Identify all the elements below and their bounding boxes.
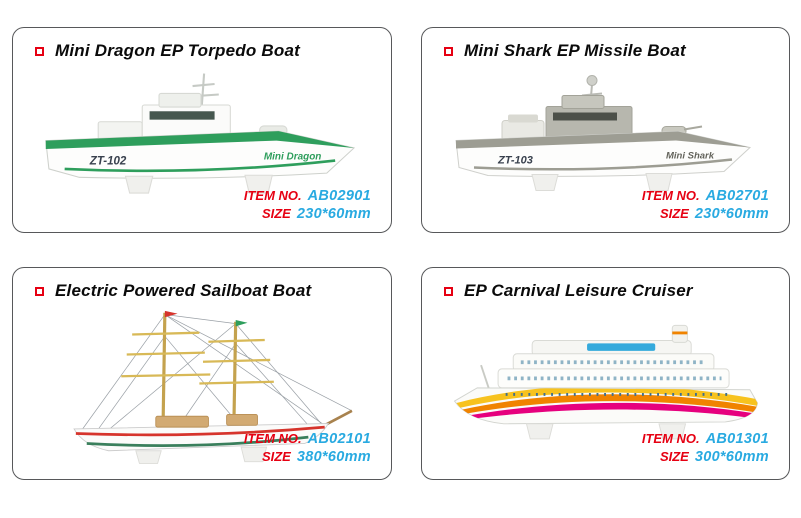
- size-label: SIZE: [659, 449, 689, 464]
- item-no-value: AB01301: [705, 431, 769, 447]
- red-hull-stripe: [75, 425, 325, 437]
- item-no-label: ITEM NO.: [641, 431, 700, 446]
- pool: [587, 343, 656, 351]
- hull-name-text: Mini Shark: [666, 151, 715, 162]
- cabin-windows: [553, 112, 617, 121]
- gun-barrel: [683, 125, 703, 131]
- foremast: [161, 312, 167, 428]
- product-image-mini-dragon-torpedo-boat: ZT-102 Mini Dragon: [29, 66, 375, 210]
- waterline-stripe: [473, 158, 733, 171]
- bullet-square-icon: [35, 286, 44, 296]
- stand-leg: [135, 450, 162, 464]
- mainmast: [232, 321, 238, 426]
- size-value: 230*60mm: [296, 206, 371, 222]
- flag: [164, 310, 178, 318]
- product-card-carnival-cruiser: EP Carnival Leisure Cruiser: [421, 267, 790, 480]
- size-label: SIZE: [659, 206, 689, 221]
- stand-leg: [531, 174, 559, 191]
- size-line: SIZE 230*60mm: [642, 205, 769, 223]
- size-line: SIZE 380*60mm: [244, 448, 371, 466]
- green-waterline: [86, 435, 309, 447]
- flag: [235, 319, 248, 327]
- yards: [121, 331, 274, 385]
- rigging-lines: [81, 314, 353, 435]
- item-no-line: ITEM NO. AB01301: [642, 430, 769, 448]
- hull-code-text: ZT-102: [89, 156, 127, 168]
- cabin-windows: [149, 111, 215, 120]
- foremast: [480, 364, 490, 389]
- product-image-sailboat: [31, 300, 375, 468]
- radar-dome: [586, 75, 598, 86]
- bullet-square-icon: [35, 46, 44, 56]
- product-info: ITEM NO. AB02101 SIZE 380*60mm: [244, 430, 371, 466]
- product-card-mini-shark: Mini Shark EP Missile Boat ZT-103: [421, 27, 790, 233]
- size-label: SIZE: [261, 206, 291, 221]
- product-image-carnival-cruiser: [438, 314, 774, 456]
- hull-code-text: ZT-103: [497, 155, 533, 167]
- stand-leg: [645, 173, 673, 191]
- cruiser-illustration: [453, 324, 758, 440]
- missile-launcher-top: [508, 114, 538, 123]
- item-no-line: ITEM NO. AB02901: [244, 187, 371, 205]
- deck-cabin: [226, 413, 258, 426]
- bullet-square-icon: [444, 46, 453, 56]
- item-no-label: ITEM NO.: [641, 188, 700, 203]
- product-info: ITEM NO. AB02701 SIZE 230*60mm: [642, 187, 769, 223]
- product-title-row: Electric Powered Sailboat Boat: [35, 281, 311, 301]
- item-no-value: AB02101: [307, 431, 371, 447]
- item-no-line: ITEM NO. AB02101: [244, 430, 371, 448]
- hull-name-text: Mini Dragon: [264, 151, 322, 162]
- green-bulwark: [45, 131, 355, 150]
- bullet-square-icon: [444, 286, 453, 296]
- waterline-stripe: [64, 159, 336, 173]
- size-value: 300*60mm: [694, 449, 769, 465]
- item-no-line: ITEM NO. AB02701: [642, 187, 769, 205]
- product-title-row: Mini Shark EP Missile Boat: [444, 41, 686, 61]
- item-no-label: ITEM NO.: [243, 188, 302, 203]
- product-title-row: Mini Dragon EP Torpedo Boat: [35, 41, 300, 61]
- item-no-value: AB02701: [705, 188, 769, 204]
- stand-leg: [525, 423, 554, 440]
- product-title: Mini Dragon EP Torpedo Boat: [55, 41, 300, 60]
- product-title: Electric Powered Sailboat Boat: [55, 281, 312, 300]
- mini-dragon-illustration: ZT-102 Mini Dragon: [45, 73, 356, 194]
- size-label: SIZE: [261, 449, 291, 464]
- product-image-mini-shark-missile-boat: ZT-103 Mini Shark: [440, 68, 770, 208]
- product-title: Mini Shark EP Missile Boat: [464, 41, 686, 60]
- hull-color-ribbons: [456, 387, 758, 419]
- product-card-sailboat: Electric Powered Sailboat Boat: [12, 267, 392, 480]
- stand-leg: [124, 175, 154, 194]
- product-title-row: EP Carnival Leisure Cruiser: [444, 281, 693, 301]
- stand-leg: [244, 174, 273, 194]
- item-no-label: ITEM NO.: [243, 431, 302, 446]
- stand-leg: [240, 446, 268, 463]
- gray-bulwark: [456, 131, 750, 149]
- product-info: ITEM NO. AB02901 SIZE 230*60mm: [244, 187, 371, 223]
- bridge: [561, 95, 605, 109]
- size-value: 380*60mm: [296, 449, 371, 465]
- main-deck: [497, 368, 730, 389]
- product-title: EP Carnival Leisure Cruiser: [464, 281, 693, 300]
- bridge: [158, 92, 202, 108]
- size-line: SIZE 230*60mm: [244, 205, 371, 223]
- size-value: 230*60mm: [694, 206, 769, 222]
- stand-leg: [658, 423, 687, 440]
- sailboat-illustration: [73, 310, 353, 464]
- size-line: SIZE 300*60mm: [642, 448, 769, 466]
- mini-shark-illustration: ZT-103 Mini Shark: [455, 75, 752, 191]
- item-no-value: AB02901: [307, 188, 371, 204]
- deck-cabin: [155, 415, 209, 428]
- product-info: ITEM NO. AB01301 SIZE 300*60mm: [642, 430, 769, 466]
- product-card-mini-dragon: Mini Dragon EP Torpedo Boat ZT-102 Mini …: [12, 27, 392, 233]
